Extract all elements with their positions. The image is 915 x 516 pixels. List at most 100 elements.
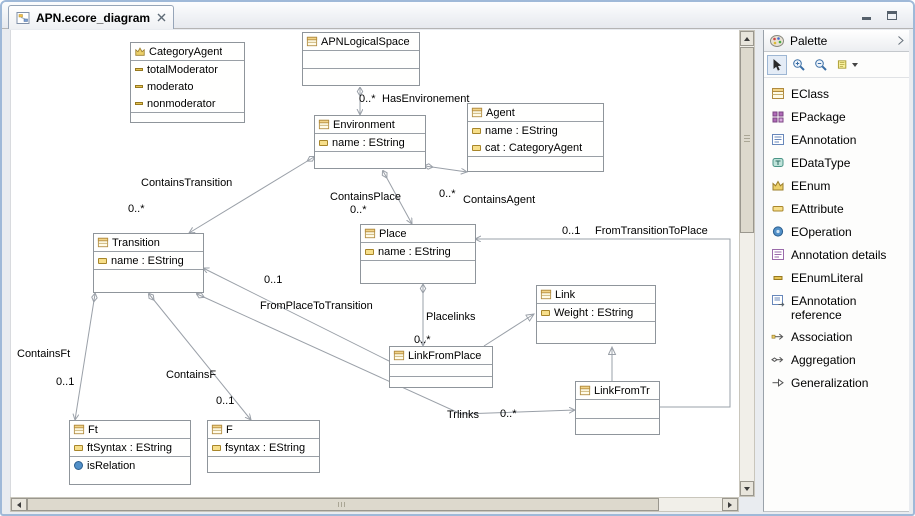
node-header[interactable]: Link [537,286,655,303]
attributes-compartment[interactable]: ftSyntax : EString [70,438,190,456]
class-node-link[interactable]: Link Weight : EString [536,285,656,344]
node-header[interactable]: Transition [94,234,203,251]
class-node-ft[interactable]: Ft ftSyntax : EString isRelation [69,420,191,485]
attributes-compartment[interactable]: name : EString [94,251,203,269]
edge-contains-agent[interactable] [425,166,467,172]
node-header[interactable]: Agent [468,104,603,121]
select-tool-button[interactable] [767,54,787,75]
operations-compartment[interactable]: isRelation [70,456,190,484]
attributes-compartment[interactable] [576,399,659,418]
edge-label-multiplicity[interactable]: 0..1 [264,274,283,286]
class-node-linkfromtr[interactable]: LinkFromTr [575,381,660,435]
edge-label-name[interactable]: Trlinks [447,409,479,421]
palette-item-annotation-details[interactable]: Annotation details [764,244,909,267]
attributes-compartment[interactable]: name : EString [361,242,475,260]
edge-label-multiplicity[interactable]: 0..* [350,204,367,216]
attributes-compartment[interactable]: Weight : EString [537,303,655,321]
edge-trlinks[interactable] [197,294,575,415]
edge-label-multiplicity[interactable]: 0..* [359,93,376,105]
edge-label-multiplicity[interactable]: 0..* [128,203,145,215]
palette-header[interactable]: Palette [764,30,909,52]
attribute-row[interactable]: fsyntax : EString [208,439,319,456]
attributes-compartment[interactable]: name : EString [315,133,425,151]
enum-literal-row[interactable]: nonmoderator [131,95,244,112]
node-header[interactable]: APNLogicalSpace [303,33,419,50]
edge-label-name[interactable]: ContainsPlace [330,191,401,203]
edge-label-multiplicity[interactable]: 0..1 [56,376,75,388]
edge-label-multiplicity[interactable]: 0..1 [216,395,235,407]
vertical-scrollbar-thumb[interactable] [740,47,754,233]
class-node-agent[interactable]: Agent name : EString cat : CategoryAgent [467,103,604,172]
edge-label-name[interactable]: FromTransitionToPlace [595,225,708,237]
edge-from-place-to-transition[interactable] [203,268,390,362]
class-node-transition[interactable]: Transition name : EString [93,233,204,293]
class-node-environment[interactable]: Environment name : EString [314,115,426,169]
operations-compartment[interactable] [390,376,492,387]
palette-item-association[interactable]: Association [764,326,909,349]
node-header[interactable]: LinkFromPlace [390,347,492,364]
palette-item-eclass[interactable]: EClass [764,83,909,106]
scroll-left-button[interactable] [11,498,27,511]
diagram-canvas[interactable]: CategoryAgent totalModerator moderato no… [10,30,739,497]
edge-label-name[interactable]: ContainsTransition [141,177,233,189]
attribute-row[interactable]: Weight : EString [537,304,655,321]
attribute-row[interactable]: name : EString [94,252,203,269]
horizontal-scrollbar-thumb[interactable] [27,498,659,511]
literals-compartment[interactable]: totalModerator moderato nonmoderator [131,60,244,112]
operations-compartment[interactable] [94,269,203,292]
attributes-compartment[interactable] [303,50,419,68]
node-header[interactable]: Place [361,225,475,242]
node-header[interactable]: Environment [315,116,425,133]
class-node-apnlogicalspace[interactable]: APNLogicalSpace [302,32,420,86]
edge-label-multiplicity[interactable]: 0..* [439,188,456,200]
attributes-compartment[interactable]: name : EString cat : CategoryAgent [468,121,603,156]
close-icon[interactable] [157,13,166,22]
class-node-linkfromplace[interactable]: LinkFromPlace [389,346,493,388]
operations-compartment[interactable] [468,156,603,171]
collapse-arrow-icon[interactable] [898,36,904,45]
attribute-row[interactable]: ftSyntax : EString [70,439,190,456]
scroll-down-button[interactable] [740,481,754,496]
palette-item-eannotation-reference[interactable]: EAnnotation reference [764,290,909,326]
palette-item-eattribute[interactable]: EAttribute [764,198,909,221]
palette-item-generalization[interactable]: Generalization [764,372,909,395]
edge-label-multiplicity[interactable]: 0..* [500,408,517,420]
edge-contains-f[interactable] [149,294,251,420]
attribute-row[interactable]: cat : CategoryAgent [468,139,603,156]
palette-item-epackage[interactable]: EPackage [764,106,909,129]
operations-compartment[interactable] [361,260,475,283]
palette-sash[interactable] [755,30,763,512]
enum-node-categoryagent[interactable]: CategoryAgent totalModerator moderato no… [130,42,245,123]
operations-compartment[interactable] [208,456,319,472]
attributes-compartment[interactable] [390,364,492,376]
operation-row[interactable]: isRelation [70,457,190,474]
zoom-in-tool-button[interactable] [789,55,809,75]
editor-tab[interactable]: APN.ecore_diagram [8,5,175,29]
enum-literal-row[interactable]: totalModerator [131,61,244,78]
attribute-row[interactable]: name : EString [315,134,425,151]
attributes-compartment[interactable]: fsyntax : EString [208,438,319,456]
edge-label-name[interactable]: ContainsFt [17,348,71,360]
palette-item-eoperation[interactable]: EOperation [764,221,909,244]
class-node-f[interactable]: F fsyntax : EString [207,420,320,473]
node-header[interactable]: CategoryAgent [131,43,244,60]
edge-contains-place[interactable] [383,171,412,224]
node-header[interactable]: Ft [70,421,190,438]
attribute-row[interactable]: name : EString [468,122,603,139]
edge-label-name[interactable]: ContainsAgent [463,194,536,206]
operations-compartment[interactable] [576,418,659,434]
enum-literal-row[interactable]: moderato [131,78,244,95]
edge-generalization-linkfromplace-link[interactable] [483,314,534,347]
horizontal-scrollbar[interactable] [10,497,739,512]
maximize-button[interactable] [885,8,899,20]
operations-compartment[interactable] [315,151,425,168]
palette-item-aggregation[interactable]: Aggregation [764,349,909,372]
attribute-row[interactable]: name : EString [361,243,475,260]
scroll-right-button[interactable] [722,498,738,511]
node-header[interactable]: F [208,421,319,438]
vertical-scrollbar[interactable] [739,30,755,497]
edge-contains-transition[interactable] [189,157,314,233]
minimize-button[interactable] [859,8,873,20]
edge-label-name[interactable]: HasEnvironement [382,93,470,105]
edge-label-multiplicity[interactable]: 0..1 [562,225,581,237]
